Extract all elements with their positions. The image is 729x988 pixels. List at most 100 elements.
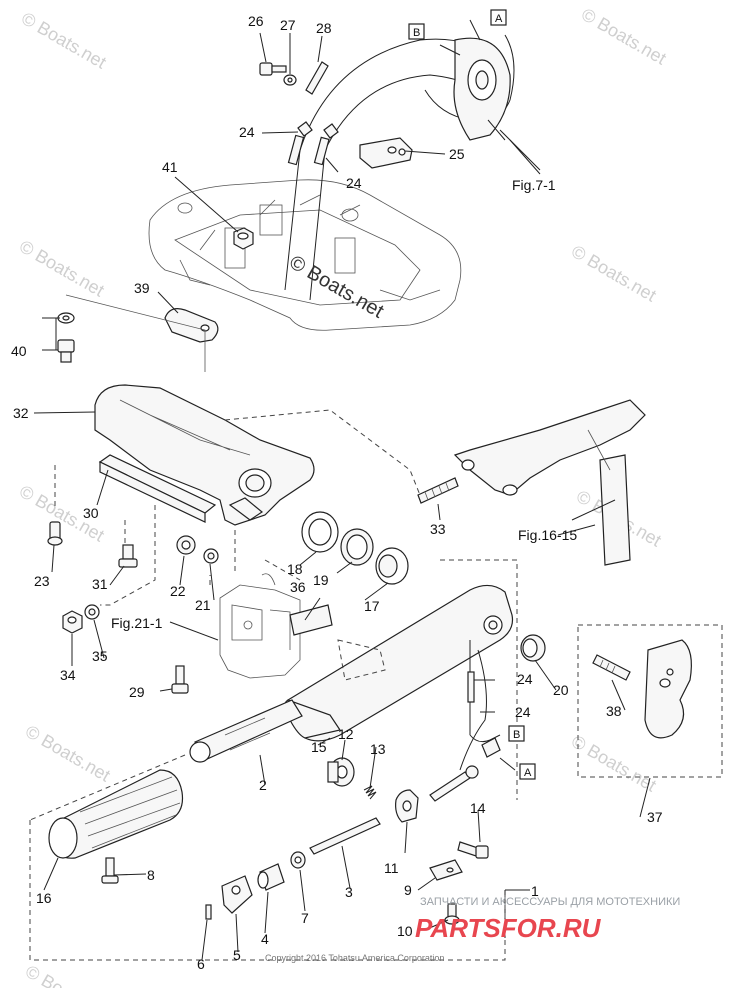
callout-2: 2 <box>259 777 267 793</box>
fig-ref-21-1: Fig.21-1 <box>111 615 163 631</box>
part-36-label <box>289 604 333 636</box>
callout-32: 32 <box>13 405 29 421</box>
part-39-clip <box>164 308 219 343</box>
callout-22: 22 <box>170 583 186 599</box>
part-14-bolt <box>457 841 489 859</box>
part-13-spring <box>363 785 377 800</box>
callout-18: 18 <box>287 561 303 577</box>
marker-a-mid <box>519 763 536 780</box>
part-9-plate <box>429 859 463 881</box>
leader-lines <box>33 32 651 961</box>
callout-35: 35 <box>92 648 108 664</box>
part-41-nut <box>233 227 254 250</box>
part-12-gear <box>327 757 355 787</box>
marker-a-mid-label: A <box>524 767 532 779</box>
callout-5: 5 <box>233 947 241 963</box>
callout-23: 23 <box>34 573 50 589</box>
callout-33: 33 <box>430 521 446 537</box>
part-7-ring <box>290 851 306 869</box>
callout-10: 10 <box>397 923 413 939</box>
figure-references: Fig.7-1 Fig.16-15 Fig.21-1 <box>111 177 577 631</box>
part-29-bolt <box>171 665 189 694</box>
marker-b-mid <box>508 725 525 742</box>
center-watermark: © Boats.net <box>286 251 388 323</box>
watermark-text: © Boats.net <box>578 4 670 68</box>
callout-8: 8 <box>147 867 155 883</box>
part-5-cap <box>221 875 253 914</box>
callout-3: 3 <box>345 884 353 900</box>
assembly-outlines <box>29 409 723 961</box>
part-25-bracket <box>359 137 413 169</box>
marker-b-top <box>408 23 425 40</box>
watermark-text: © Boats.net <box>22 721 114 785</box>
callout-6: 6 <box>197 956 205 972</box>
connection-markers: B A B A <box>408 9 536 780</box>
callout-37: 37 <box>647 809 663 825</box>
callout-numbers: 26 27 28 24 25 24 41 39 40 32 30 33 23 3… <box>11 13 663 972</box>
callout-29: 29 <box>129 684 145 700</box>
brand-logo-text: PARTSFOR.RU <box>415 913 602 943</box>
throttle-assembly-fig7 <box>439 19 541 171</box>
part-28-pin <box>305 61 329 95</box>
callout-17: 17 <box>364 598 380 614</box>
callout-28: 28 <box>316 20 332 36</box>
callout-12: 12 <box>338 726 354 742</box>
callout-7: 7 <box>301 910 309 926</box>
callout-39: 39 <box>134 280 150 296</box>
callout-24: 24 <box>239 124 255 140</box>
callout-13: 13 <box>370 741 386 757</box>
watermark-text: © Boats.net <box>568 241 660 305</box>
fig-ref-7-1: Fig.7-1 <box>512 177 556 193</box>
fig-ref-16-15: Fig.16-15 <box>518 527 577 543</box>
watermark-text: © Boats.net <box>16 236 108 300</box>
steering-bracket-fig16 <box>453 399 646 566</box>
part-3-rod <box>309 817 381 855</box>
callout-14: 14 <box>470 800 486 816</box>
callout-25: 25 <box>449 146 465 162</box>
part-4-bush <box>257 863 285 891</box>
callout-1: 1 <box>531 883 539 899</box>
center-watermark-text: © Boats.net <box>286 251 388 323</box>
footer: Copyright 2016 Tohatsu America Corporati… <box>265 896 680 963</box>
callout-41: 41 <box>162 159 178 175</box>
part-18-ring <box>301 511 339 553</box>
watermark-text: © Boats.net <box>22 961 114 988</box>
part-40-bolt-washer <box>57 312 75 363</box>
part-10-bolt <box>444 903 460 925</box>
part-11-block <box>395 789 419 823</box>
callout-26: 26 <box>248 13 264 29</box>
engine-base-drawing <box>148 179 462 331</box>
marker-b-mid-label: B <box>513 729 520 741</box>
part-16-grip <box>48 769 184 859</box>
part-37-housing <box>644 639 692 739</box>
callout-24: 24 <box>515 704 531 720</box>
part-19-ring <box>340 528 374 566</box>
part-34-nut <box>62 610 83 634</box>
marker-a-top <box>490 9 507 26</box>
watermark-text: © Boats.net <box>568 731 660 795</box>
marker-b-top-label: B <box>413 27 420 39</box>
part-8-screw <box>101 857 119 884</box>
callout-40: 40 <box>11 343 27 359</box>
part-24-cable-end-top <box>287 121 339 166</box>
part-26-bolt <box>259 62 287 76</box>
part-23-screw <box>47 521 63 546</box>
part-35-washer <box>84 604 100 620</box>
callout-9: 9 <box>404 882 412 898</box>
part-32-tiller-bracket <box>94 384 315 526</box>
callout-20: 20 <box>553 682 569 698</box>
watermark-text: © Boats.net <box>18 8 110 72</box>
part-38-stud <box>592 654 631 681</box>
part-30-plate <box>98 454 217 523</box>
callout-31: 31 <box>92 576 108 592</box>
callout-4: 4 <box>261 931 269 947</box>
part-27-washer <box>283 74 297 86</box>
part-2-handle-tube <box>189 699 303 763</box>
carburetor-fig21 <box>219 573 301 679</box>
callout-27: 27 <box>280 17 296 33</box>
part-20-cap <box>520 634 546 662</box>
part-17-bush <box>375 547 409 585</box>
part-21-washer <box>203 548 219 564</box>
